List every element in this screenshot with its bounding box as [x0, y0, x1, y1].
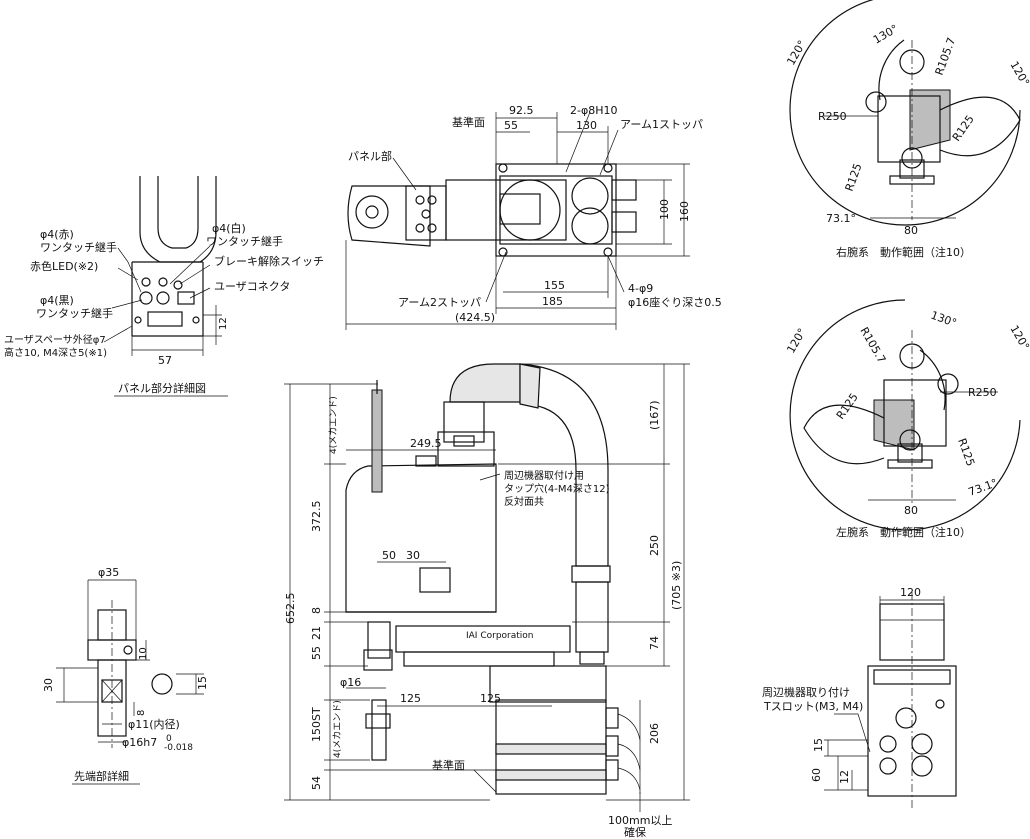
dim-424-5: (424.5) — [455, 311, 495, 324]
dim-2-phi8h10: 2-φ8H10 — [570, 104, 618, 117]
dim-206: 206 — [648, 723, 661, 744]
top-view: 基準面 92.5 55 2-φ8H10 130 アーム1ストッパ パネル部 10… — [345, 104, 722, 330]
rear-dim-120: 120 — [900, 586, 921, 599]
right-ang-120-b: 120° — [1007, 59, 1030, 88]
dim-8-tip: 8 — [136, 710, 147, 716]
dim-167: (167) — [648, 400, 661, 430]
right-r105: R105.7 — [933, 36, 959, 77]
dim-phi35: φ35 — [98, 566, 119, 579]
left-ang-130: 130° — [929, 309, 958, 330]
dim-57: 57 — [158, 354, 172, 367]
left-r125-a: R125 — [834, 391, 861, 422]
dim-185: 185 — [542, 295, 563, 308]
right-r125-a: R125 — [950, 113, 977, 144]
side-view: 249.5 4(メカエンド) 652.5 372.5 50 30 8 21 55… — [284, 363, 690, 839]
tip-detail: φ35 10 30 15 8 φ11(内径) φ16h7 0 -0.018 先端… — [42, 566, 209, 785]
right-ang-130: 130° — [871, 22, 900, 47]
dim-4-phi9: 4-φ9 — [628, 282, 653, 295]
dim-55-top: 55 — [504, 119, 518, 132]
right-r125-b: R125 — [843, 162, 865, 193]
dim-92-5: 92.5 — [509, 104, 534, 117]
dim-counterbore: φ16座ぐり深さ0.5 — [628, 295, 722, 309]
label-tap-3: 反対面共 — [504, 495, 544, 508]
dim-125-a: 125 — [400, 692, 421, 705]
left-ang-73: 73.1° — [967, 476, 1000, 498]
right-r250: R250 — [818, 110, 847, 123]
dim-100-top: 100 — [658, 199, 671, 220]
dim-4-mech-end-lower: 4(メカエンド) — [332, 700, 343, 758]
right-arm-title: 右腕系 動作範囲（注10） — [836, 245, 971, 259]
dim-250: 250 — [648, 535, 661, 556]
dim-705: (705 ※3) — [670, 561, 683, 610]
label-tap-2: タップ穴(4-M4深さ12) — [504, 482, 610, 495]
dim-74: 74 — [648, 636, 661, 650]
dim-30: 30 — [406, 549, 420, 562]
panel-detail-title: パネル部分詳細図 — [118, 381, 206, 395]
dim-50: 50 — [382, 549, 396, 562]
label-arm2-stopper: アーム2ストッパ — [398, 296, 481, 309]
label-phi4-black-joint: ワンタッチ継手 — [36, 306, 113, 320]
label-phi4-black: φ4(黒) — [40, 294, 74, 307]
dim-phi11: φ11(内径) — [128, 717, 180, 731]
label-user-spacer-size: 高さ10, M4深さ5(※1) — [4, 346, 107, 359]
panel-detail: φ4(赤) ワンタッチ継手 赤色LED(※2) φ4(黒) ワンタッチ継手 ユー… — [4, 176, 324, 397]
dim-160-top: 160 — [678, 201, 691, 222]
left-r250: R250 — [968, 386, 997, 399]
dim-phi16h7: φ16h7 — [122, 736, 157, 749]
dim-372-5: 372.5 — [310, 501, 323, 533]
left-r125-b: R125 — [955, 437, 977, 468]
dim-130-top: 130 — [576, 119, 597, 132]
dim-8-side: 8 — [310, 607, 323, 614]
left-arm-range: 120° 130° R105.7 R250 R125 R125 73.1° 80… — [784, 299, 1030, 539]
rear-dim-60: 60 — [810, 768, 823, 782]
dim-12: 12 — [218, 317, 229, 330]
dim-150st: 150ST — [310, 707, 323, 742]
left-dim-80: 80 — [904, 504, 918, 517]
right-ang-73: 73.1° — [826, 212, 856, 225]
label-clearance-2: 確保 — [624, 825, 646, 839]
label-phi4-red: φ4(赤) — [40, 228, 74, 241]
left-ang-120-b: 120° — [1007, 323, 1030, 352]
label-arm1-stopper: アーム1ストッパ — [620, 118, 703, 131]
left-r105: R105.7 — [857, 325, 888, 365]
dim-4-mech-end: 4(メカエンド) — [328, 396, 339, 454]
label-red-led: 赤色LED(※2) — [30, 259, 98, 273]
right-dim-80: 80 — [904, 224, 918, 237]
label-phi4-white-joint: ワンタッチ継手 — [206, 234, 283, 248]
left-arm-title: 左腕系 動作範囲（注10） — [836, 525, 971, 539]
iai-logo: IAI Corporation — [466, 631, 534, 641]
dim-652-5: 652.5 — [284, 593, 297, 625]
dim-249-5: 249.5 — [410, 437, 442, 450]
dim-15-tip: 15 — [196, 676, 209, 690]
label-slot: 周辺機器取り付け — [762, 685, 850, 699]
dim-30-tip: 30 — [42, 678, 55, 692]
rear-dim-12: 12 — [838, 770, 851, 784]
right-arm-range: 120° 130° R105.7 R250 R125 R125 73.1° 80… — [784, 0, 1030, 259]
label-clearance: 100mm以上 — [608, 814, 672, 827]
rear-view: 120 周辺機器取り付け Tスロット(M3, M4) 15 60 12 — [762, 586, 957, 808]
label-phi4-white: φ4(白) — [212, 221, 246, 235]
label-user-connector: ユーザコネクタ — [214, 280, 290, 293]
dim-21: 21 — [310, 626, 323, 640]
dim-10-tip: 10 — [138, 647, 149, 660]
label-tap-1: 周辺機器取付け用 — [504, 469, 584, 482]
tip-detail-title: 先端部詳細 — [74, 769, 129, 783]
label-slot-2: Tスロット(M3, M4) — [763, 700, 863, 713]
label-brake-switch: ブレーキ解除スイッチ — [214, 254, 324, 268]
rear-dim-15: 15 — [812, 738, 825, 752]
label-kijunmen-side: 基準面 — [432, 758, 465, 772]
dim-54: 54 — [310, 776, 323, 790]
left-ang-120: 120° — [784, 326, 809, 355]
dim-155: 155 — [544, 279, 565, 292]
dim-tol-lower: -0.018 — [164, 743, 193, 753]
dim-55-side: 55 — [310, 646, 323, 660]
label-user-spacer: ユーザスペーサ外径φ7 — [4, 333, 106, 346]
label-panel: パネル部 — [348, 149, 392, 163]
dim-phi16-side: φ16 — [340, 676, 361, 689]
label-kijunmen-top: 基準面 — [452, 115, 485, 129]
dim-125-b: 125 — [480, 692, 501, 705]
label-phi4-red-joint: ワンタッチ継手 — [40, 240, 117, 254]
dim-tol-upper: 0 — [166, 734, 172, 744]
